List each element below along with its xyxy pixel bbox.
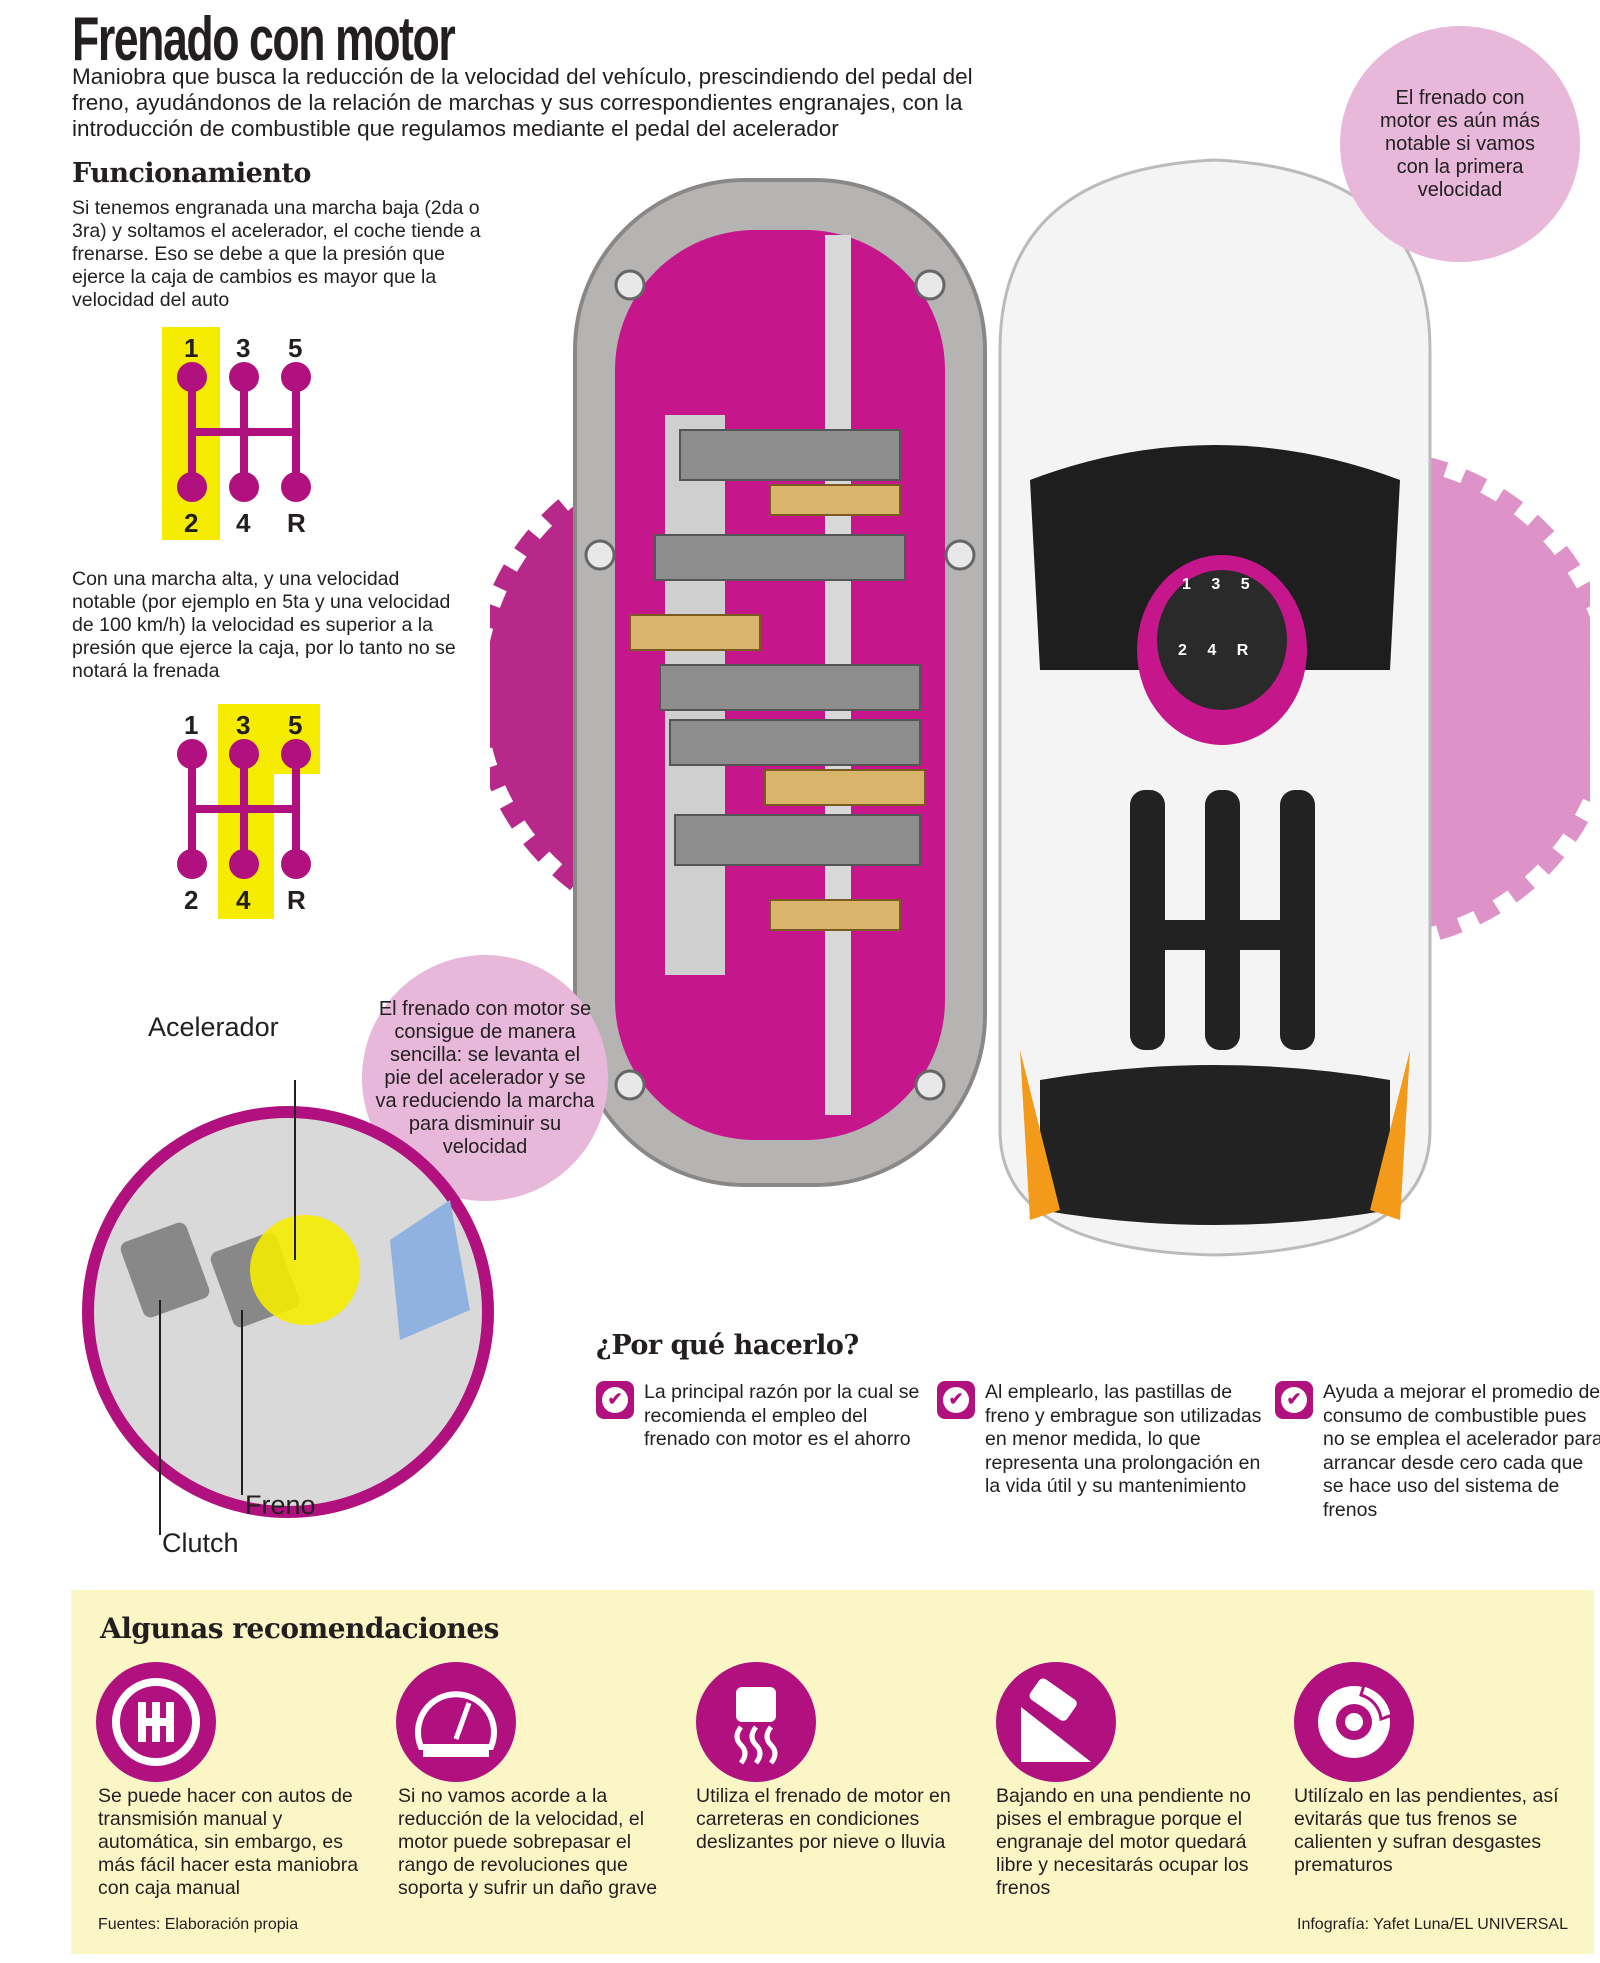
recommendation-text: Bajando en una pendiente no pises el emb…	[996, 1785, 1251, 1899]
why-item-text: La principal razón por la cual se recomi…	[644, 1381, 920, 1450]
tip-bubble-middle-text: El frenado con motor se consigue de mane…	[375, 997, 595, 1158]
why-item: ✔ La principal razón por la cual se reco…	[596, 1381, 926, 1452]
gear-label: R	[287, 885, 306, 915]
car-downhill-icon	[996, 1662, 1116, 1782]
knob-bottom-label: 2 4 R	[1178, 642, 1257, 659]
intro-text: Maniobra que busca la reducción de la ve…	[72, 64, 973, 141]
brake-disc-icon	[1294, 1662, 1414, 1782]
gear-label: 5	[288, 710, 302, 740]
gear-label: R	[287, 508, 306, 538]
funcionamiento-heading: Funcionamiento	[72, 158, 311, 189]
gear-label: 2	[184, 508, 198, 538]
gear-label: 1	[184, 710, 198, 740]
funcionamiento-para-2: Con una marcha alta, y una velocidad not…	[72, 568, 456, 682]
recommendation-text: Si no vamos acorde a la reducción de la …	[398, 1785, 658, 1899]
accelerator-label: Acelerador	[148, 1012, 279, 1042]
why-item: ✔ Al emplearlo, las pastillas de freno y…	[937, 1381, 1267, 1499]
recommendation-text: Utilízalo en las pendientes, así evitará…	[1294, 1785, 1559, 1876]
gear-shift-icon	[96, 1662, 216, 1782]
why-heading: ¿Por qué hacerlo?	[596, 1330, 859, 1361]
recommendation-text: Utiliza el frenado de motor en carretera…	[696, 1785, 951, 1853]
tip-bubble-top: El frenado con motor es aún más notable …	[1340, 26, 1580, 262]
credit: Infografía: Yafet Luna/EL UNIVERSAL	[1297, 1916, 1568, 1933]
recommendation-text: Se puede hacer con autos de transmisión …	[98, 1785, 359, 1899]
clutch-label: Clutch	[162, 1528, 239, 1558]
why-item-text: Ayuda a mejorar el promedio de consumo d…	[1323, 1381, 1600, 1521]
why-item: ✔ Ayuda a mejorar el promedio de consumo…	[1275, 1381, 1600, 1522]
check-icon: ✔	[1275, 1381, 1313, 1419]
gearbox-illustration	[573, 178, 987, 1187]
check-icon: ✔	[596, 1381, 634, 1419]
gear-label: 3	[236, 333, 250, 363]
car-top-view-illustration	[998, 158, 1432, 1257]
gear-diagram-low: 1 3 5 2 4 R	[160, 327, 330, 547]
pedals-illustration	[82, 1080, 494, 1535]
slippery-road-icon	[696, 1662, 816, 1782]
tip-bubble-top-text: El frenado con motor es aún más notable …	[1379, 86, 1541, 201]
gear-label: 4	[236, 508, 251, 538]
gear-label: 5	[288, 333, 302, 363]
funcionamiento-para-1: Si tenemos engranada una marcha baja (2d…	[72, 197, 481, 311]
speedometer-icon	[396, 1662, 516, 1782]
brake-label: Freno	[245, 1490, 316, 1520]
page-title: Frenado con motor	[72, 5, 456, 74]
gear-label: 4	[236, 885, 251, 915]
gear-label: 2	[184, 885, 198, 915]
gear-label: 3	[236, 710, 250, 740]
why-item-text: Al emplearlo, las pastillas de freno y e…	[985, 1381, 1262, 1497]
knob-top-label: 1 3 5	[1182, 576, 1258, 593]
recommendations-heading: Algunas recomendaciones	[100, 1612, 499, 1645]
gear-label: 1	[184, 333, 198, 363]
check-icon: ✔	[937, 1381, 975, 1419]
gear-diagram-high: 1 3 5 2 4 R	[160, 704, 330, 924]
sources: Fuentes: Elaboración propia	[98, 1916, 299, 1933]
